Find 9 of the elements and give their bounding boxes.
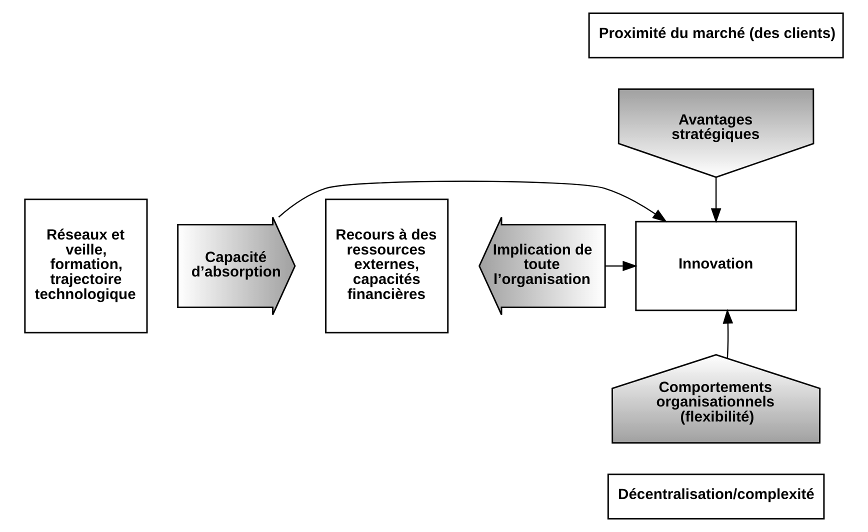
node-box: Proximité du marché (des clients) [588,12,844,58]
node-box: Innovation [635,220,797,312]
node-box: Recours à des ressources externes, capacités financières [325,198,449,334]
node-box: Décentralisation/complexité [607,474,825,520]
arrow [710,177,722,224]
arrow [278,180,668,222]
node-box: Réseaux et veille, formation, trajectoire technologique [24,198,148,334]
arrow [722,308,734,358]
arrow [605,260,638,272]
